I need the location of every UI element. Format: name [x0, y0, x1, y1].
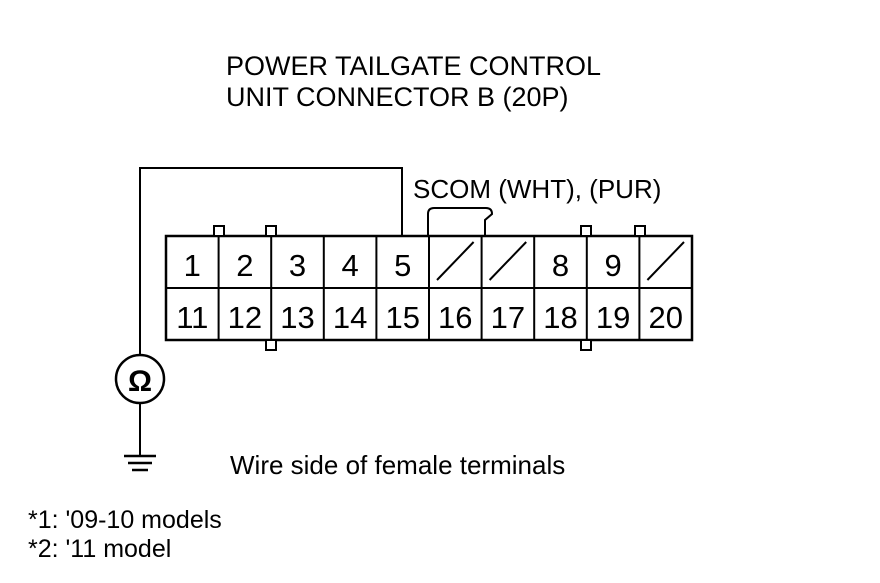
terminal-9: 9 [604, 248, 621, 283]
terminal-17: 17 [491, 300, 525, 335]
connector-latch-tab [265, 225, 277, 237]
diagram-title-line-1: POWER TAILGATE CONTROL [226, 51, 601, 81]
terminal-5: 5 [394, 248, 411, 283]
empty-cavity-slash [488, 241, 527, 281]
terminal-3: 3 [289, 248, 306, 283]
terminal-18: 18 [543, 300, 577, 335]
terminal-4: 4 [341, 248, 358, 283]
scom-label: SCOM (WHT), (PUR) [413, 174, 661, 204]
terminal-11: 11 [176, 300, 208, 335]
test-lead-wire [139, 167, 403, 356]
scom-jumper [427, 207, 494, 236]
connector-latch-tab [580, 225, 592, 237]
footnote-1: *1: '09-10 models [28, 506, 222, 534]
ground-icon [124, 454, 156, 472]
ohm-symbol: Ω [128, 365, 152, 398]
terminal-12: 12 [228, 300, 262, 335]
terminal-16: 16 [438, 300, 472, 335]
terminal-20: 20 [648, 300, 682, 335]
terminal-14: 14 [333, 300, 367, 335]
wire-side-caption: Wire side of female terminals [230, 450, 565, 480]
terminal-2: 2 [236, 248, 253, 283]
terminal-15: 15 [385, 300, 419, 335]
diagram-title-line-2: UNIT CONNECTOR B (20P) [226, 82, 569, 112]
empty-cavity-slash [436, 241, 475, 281]
terminal-1: 1 [184, 248, 201, 283]
terminal-8: 8 [552, 248, 569, 283]
connector-latch-tab [580, 339, 592, 351]
connector-latch-tab [265, 339, 277, 351]
empty-cavity-slash [646, 241, 685, 281]
terminal-19: 19 [596, 300, 630, 335]
connector-latch-tab [634, 225, 646, 237]
connector-latch-tab [213, 225, 225, 237]
footnote-2: *2: '11 model [28, 535, 171, 563]
terminal-13: 13 [280, 300, 314, 335]
